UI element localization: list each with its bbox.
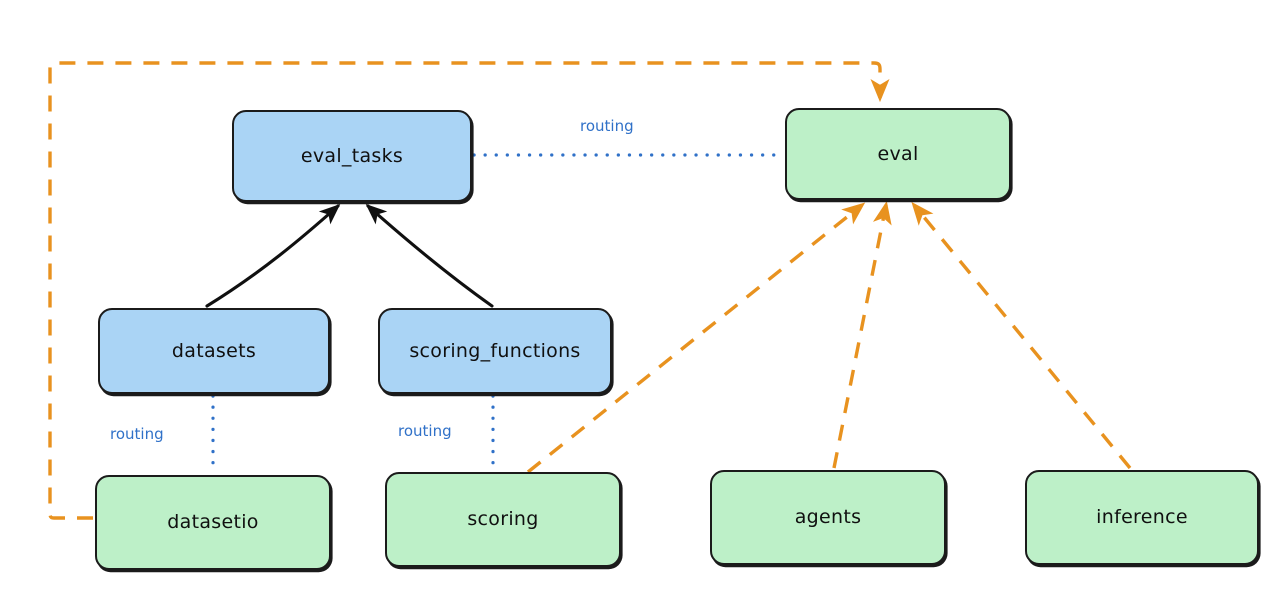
- node-eval[interactable]: eval: [785, 108, 1011, 200]
- node-datasetio[interactable]: datasetio: [95, 475, 331, 570]
- node-datasets[interactable]: datasets: [98, 308, 330, 394]
- edge-label-routing-datasets: routing: [110, 425, 164, 443]
- edge-inference-to-eval-dependency: [911, 201, 1132, 470]
- node-inference-label: inference: [1096, 506, 1188, 529]
- node-inference[interactable]: inference: [1025, 470, 1259, 565]
- node-scoring-label: scoring: [467, 508, 539, 531]
- node-agents-label: agents: [794, 506, 862, 529]
- node-agents[interactable]: agents: [710, 470, 946, 565]
- node-scoring-functions[interactable]: scoring_functions: [378, 308, 612, 394]
- node-eval-tasks[interactable]: eval_tasks: [232, 110, 472, 202]
- node-eval-label: eval: [877, 142, 919, 165]
- edge-label-routing-eval: routing: [580, 117, 634, 135]
- node-scoring-functions-label: scoring_functions: [409, 339, 581, 362]
- edge-agents-to-eval-dependency: [832, 200, 892, 469]
- edge-datasets-to-eval-tasks: [205, 203, 341, 308]
- edge-label-routing-scoring: routing: [398, 422, 452, 440]
- node-datasets-label: datasets: [171, 339, 257, 362]
- node-scoring[interactable]: scoring: [385, 472, 621, 567]
- node-eval-tasks-label: eval_tasks: [300, 144, 404, 167]
- node-datasetio-label: datasetio: [167, 511, 259, 534]
- edge-scoring-functions-to-eval-tasks: [365, 203, 494, 308]
